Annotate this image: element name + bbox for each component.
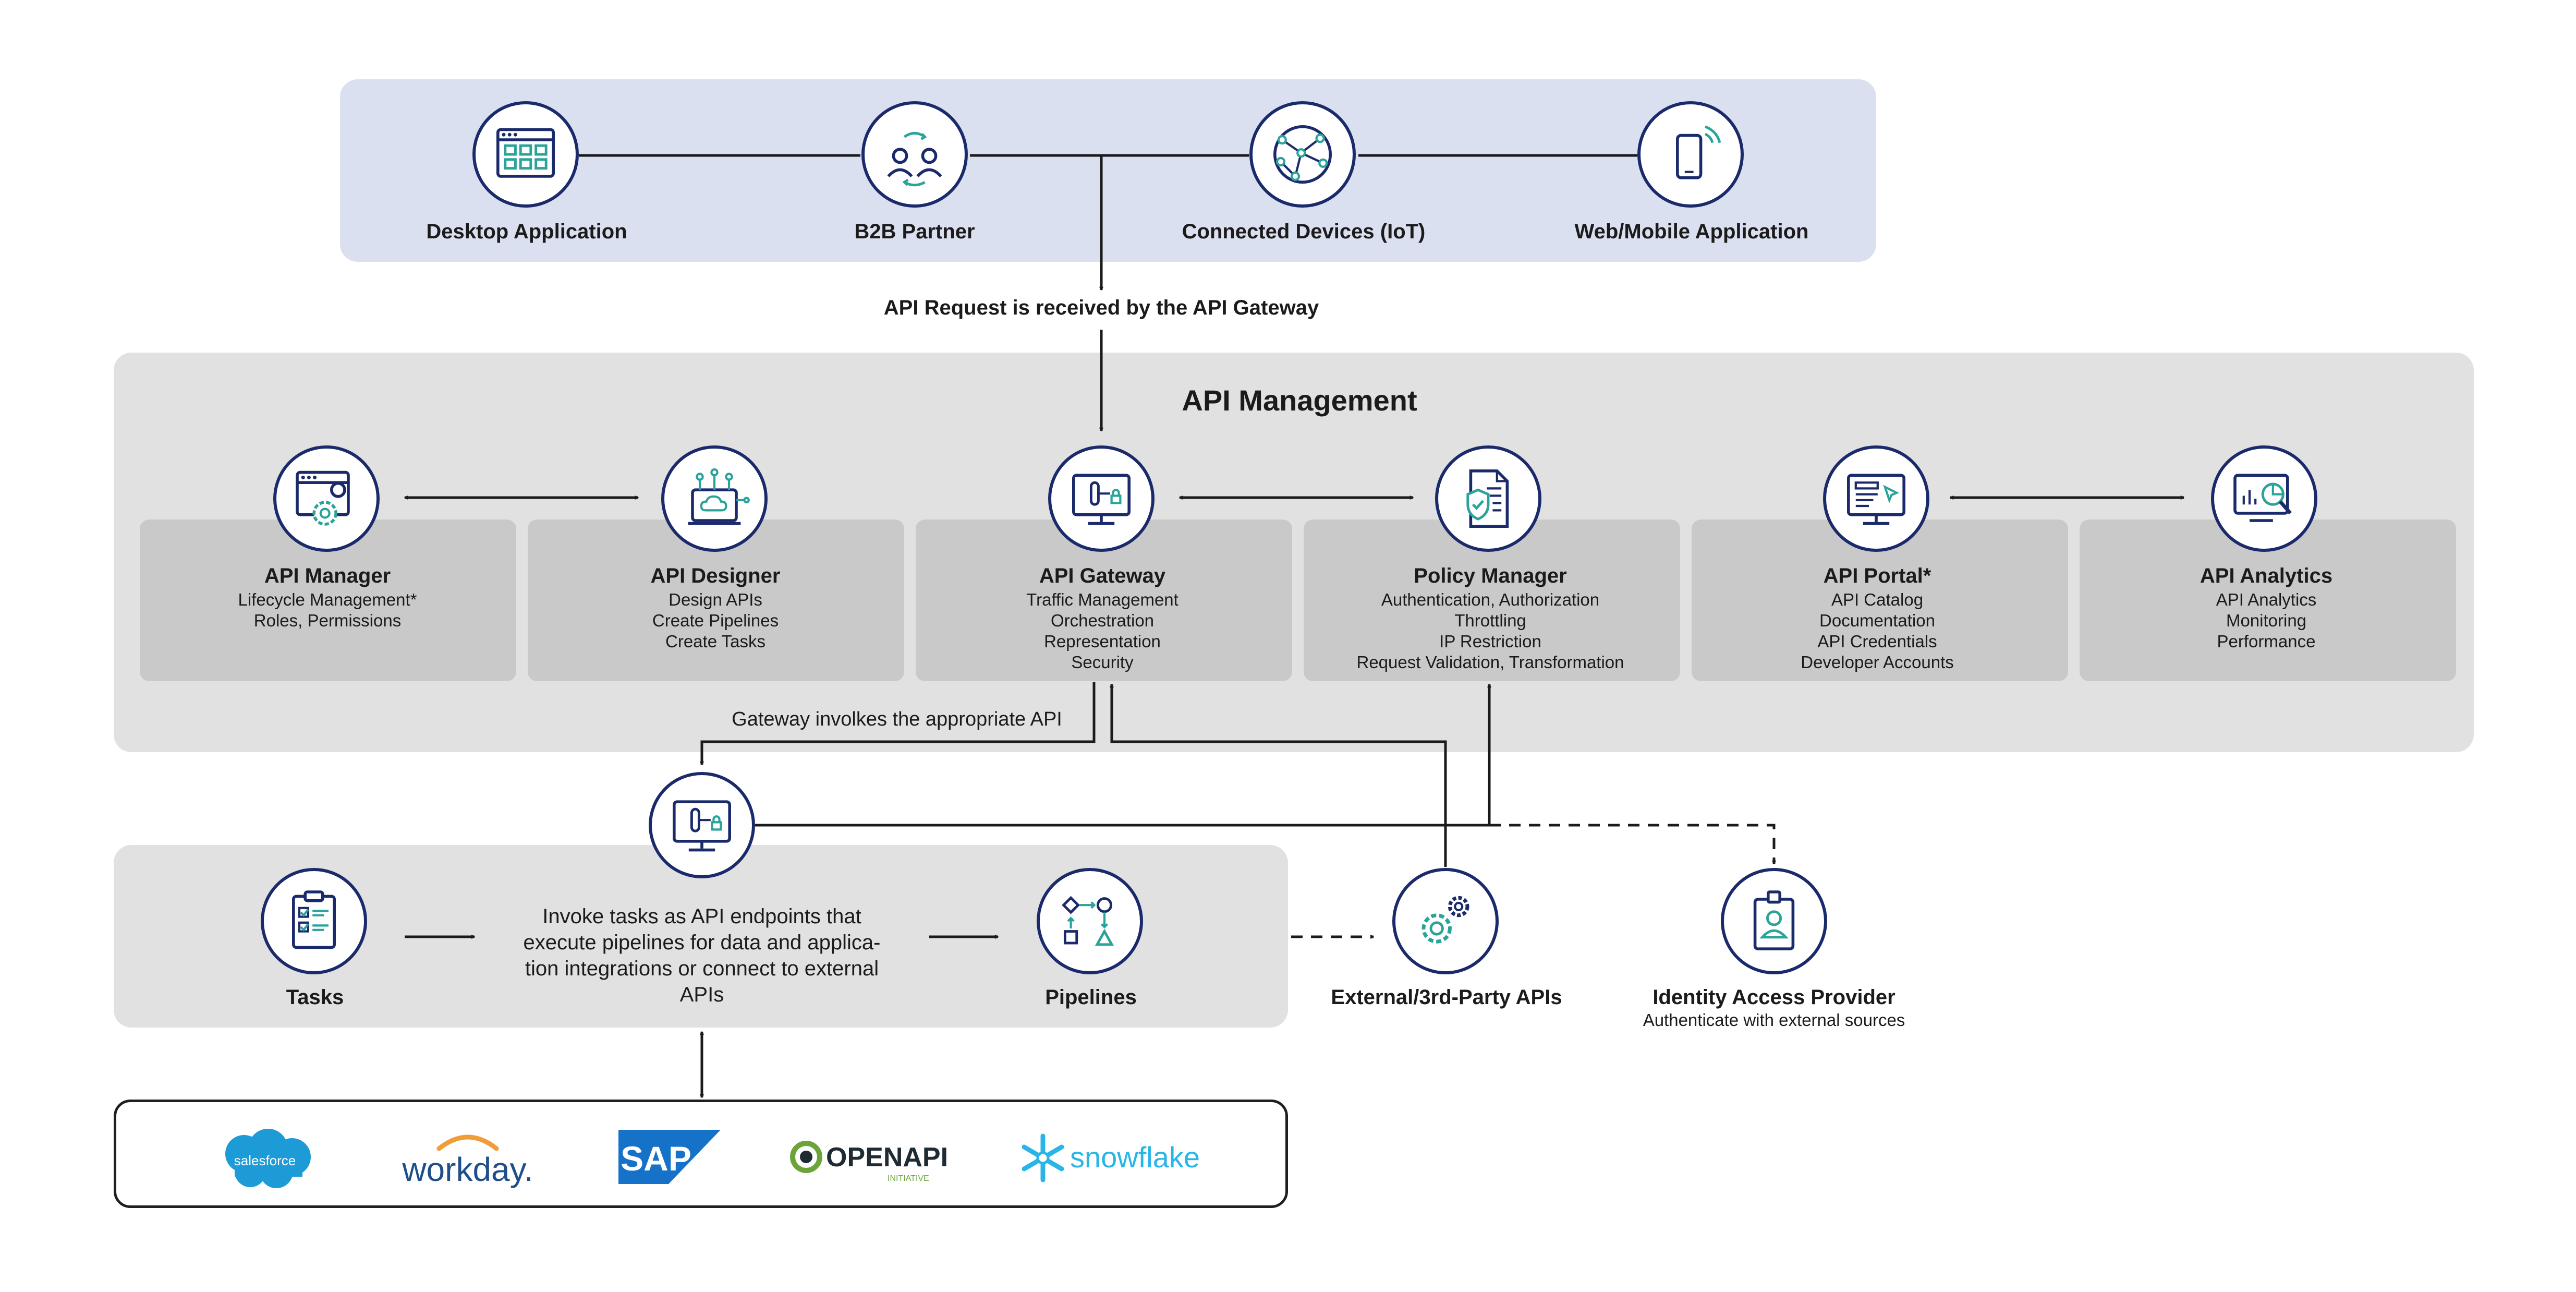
api-designer-title: API Designer (650, 564, 781, 587)
api-analytics-line: API Analytics (2216, 590, 2317, 609)
api-management-title: API Management (1182, 384, 1417, 417)
api-portal-lines: API Catalog Documentation API Credential… (1801, 589, 1954, 673)
desktop-application-icon (472, 101, 579, 208)
api-analytics-line: Performance (2217, 632, 2316, 651)
connected-devices-icon (1249, 101, 1356, 208)
openapi-initiative-text: INITIATIVE (888, 1174, 929, 1183)
api-request-label: API Request is received by the API Gatew… (883, 296, 1319, 319)
identity-access-provider-label: Identity Access Provider (1652, 986, 1895, 1009)
api-gateway-title: API Gateway (1039, 564, 1166, 587)
api-analytics-lines: API Analytics Monitoring Performance (2216, 589, 2317, 652)
web-mobile-application-label: Web/Mobile Application (1574, 220, 1809, 243)
tasks-description-line: execute pipelines for data and applica- (523, 931, 881, 954)
tasks-clipboard-icon (261, 868, 367, 974)
identity-access-provider-subtitle: Authenticate with external sources (1643, 1010, 1905, 1030)
api-designer-line: Design APIs (669, 590, 762, 609)
api-gateway-line: Representation (1044, 632, 1161, 651)
salesforce-logo: salesforce (214, 1125, 316, 1192)
gateway-invokes-label: Gateway involkes the appropriate API (732, 708, 1062, 730)
tasks-description-line: tion integrations or connect to external (525, 957, 879, 980)
tasks-label: Tasks (286, 986, 344, 1009)
connected-devices-label: Connected Devices (IoT) (1182, 220, 1426, 243)
policy-manager-title: Policy Manager (1414, 564, 1567, 587)
snowflake-logo-text: snowflake (1070, 1141, 1200, 1174)
api-gateway-line: Traffic Management (1026, 590, 1178, 609)
salesforce-logo-text: salesforce (234, 1153, 296, 1168)
api-designer-line: Create Tasks (665, 632, 765, 651)
integrations-logo-panel (114, 1100, 1288, 1208)
tasks-description-line: APIs (679, 983, 724, 1006)
clients-panel (340, 79, 1876, 262)
api-portal-line: Developer Accounts (1801, 653, 1954, 672)
snowflake-logo: snowflake (1022, 1132, 1210, 1184)
desktop-application-label: Desktop Application (426, 220, 627, 243)
mobile-device-icon (1637, 101, 1744, 208)
api-analytics-title: API Analytics (2200, 564, 2333, 587)
external-apis-label: External/3rd-Party APIs (1331, 986, 1562, 1009)
policy-manager-icon (1435, 445, 1541, 552)
workday-logo: workday. (392, 1122, 543, 1190)
api-manager-lines: Lifecycle Management* Roles, Permissions (238, 589, 417, 631)
openapi-logo: OPENAPI INITIATIVE (784, 1132, 956, 1189)
api-portal-line: API Credentials (1817, 632, 1937, 651)
api-portal-line: Documentation (1819, 611, 1935, 630)
api-manager-line: Lifecycle Management* (238, 590, 417, 609)
api-designer-line: Create Pipelines (652, 611, 779, 630)
openapi-logo-text: OPENAPI (826, 1142, 948, 1173)
pipelines-icon (1037, 868, 1143, 974)
api-manager-line: Roles, Permissions (253, 611, 402, 630)
policy-manager-line: Request Validation, Transformation (1356, 653, 1624, 672)
sap-logo-text: SAP (621, 1139, 691, 1178)
api-gateway-lines: Traffic Management Orchestration Represe… (1026, 589, 1178, 673)
api-manager-title: API Manager (264, 564, 391, 587)
policy-manager-line: Authentication, Authorization (1381, 590, 1600, 609)
sap-logo: SAP (618, 1130, 721, 1184)
api-gateway-icon (1048, 445, 1155, 552)
api-gateway-line: Security (1071, 653, 1134, 672)
b2b-partner-icon (861, 101, 968, 208)
api-endpoint-icon (649, 772, 755, 878)
api-analytics-icon (2211, 445, 2317, 552)
identity-badge-icon (1721, 868, 1827, 974)
policy-manager-lines: Authentication, Authorization Throttling… (1357, 589, 1624, 673)
api-portal-icon (1823, 445, 1929, 552)
api-portal-title: API Portal* (1823, 564, 1931, 587)
api-analytics-line: Monitoring (2226, 611, 2307, 630)
policy-manager-line: IP Restriction (1439, 632, 1541, 651)
api-designer-lines: Design APIs Create Pipelines Create Task… (652, 589, 779, 652)
workday-logo-text: workday. (402, 1151, 533, 1188)
policy-manager-line: Throttling (1454, 611, 1526, 630)
tasks-description: Invoke tasks as API endpoints that execu… (524, 903, 881, 1008)
api-portal-line: API Catalog (1831, 590, 1924, 609)
tasks-description-line: Invoke tasks as API endpoints that (542, 905, 861, 928)
api-gateway-line: Orchestration (1050, 611, 1155, 630)
b2b-partner-label: B2B Partner (854, 220, 975, 243)
api-manager-icon (273, 445, 380, 552)
pipelines-label: Pipelines (1045, 986, 1137, 1009)
api-designer-icon (661, 445, 768, 552)
external-apis-gears-icon (1392, 868, 1499, 974)
